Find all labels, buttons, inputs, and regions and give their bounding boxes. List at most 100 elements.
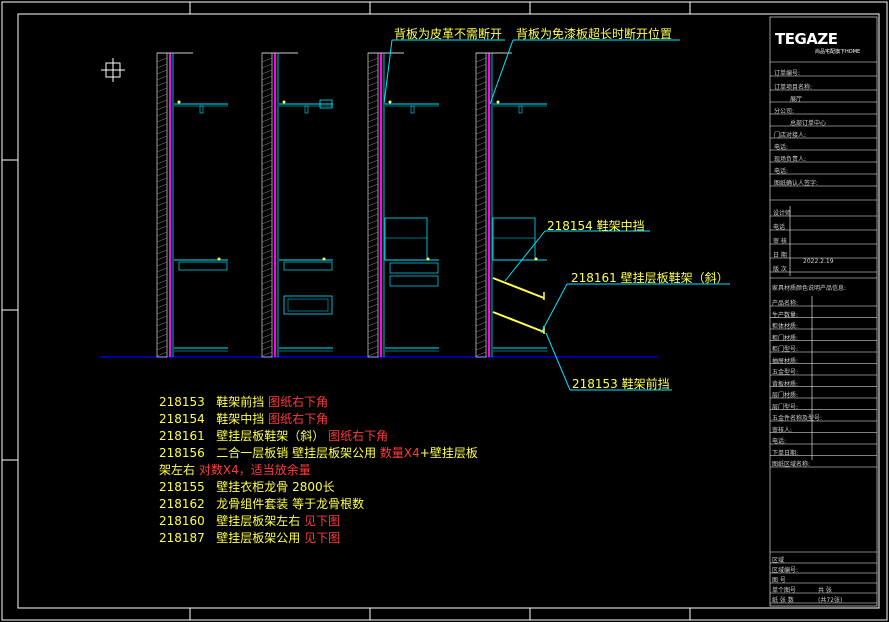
pin-marker [322,257,326,261]
post-hatch [367,153,379,159]
post-hatch [475,261,487,267]
post-hatch [475,339,487,345]
shelf-bracket [199,105,204,114]
post-hatch [261,255,273,261]
post-hatch [156,183,168,189]
inner-frame [17,13,880,609]
post-hatch [156,195,168,201]
post-hatch [156,243,168,249]
post-hatch [367,351,379,357]
pin-marker [426,257,430,261]
post-hatch [156,123,168,129]
callout-leaders [383,39,730,391]
post-hatch [475,135,487,141]
post-hatch [367,57,379,63]
post-hatch [261,117,273,123]
post-hatch [367,117,379,123]
post-hatch [475,147,487,153]
post-hatch [156,69,168,75]
callout-shoe-slant: 218161 壁挂层板鞋架（斜） [571,271,729,285]
title-block-field: 产品名称: [772,300,799,307]
post-hatch [367,135,379,141]
post-hatch [367,333,379,339]
post-hatch [156,129,168,135]
post-hatch [261,315,273,321]
post-hatch [367,129,379,135]
post-hatch [261,267,273,273]
note-heading: 家具材质颜色说明产品信息: [772,285,847,292]
post-hatch [475,159,487,165]
post-hatch [475,87,487,93]
title-block-field: 订单编号: [774,70,801,77]
post-hatch [261,237,273,243]
post-hatch [475,225,487,231]
note-line: 218154 鞋架中挡 图纸右下角 [159,412,329,426]
title-block-field: 五金件名称及型号: [772,415,823,422]
brand-logo-sub: 尚品宅配旗下HOME [815,49,861,55]
title-block-field: 现场负责人: [774,156,807,163]
title-block-field: 分公司: [774,108,795,115]
post-hatch [367,297,379,303]
post-hatch [261,321,273,327]
post-hatch [367,195,379,201]
post-hatch [261,309,273,315]
drawer-box [389,262,439,274]
post-hatch [475,243,487,249]
post-hatch [156,165,168,171]
post-hatch [475,219,487,225]
post-hatch [367,147,379,153]
post-hatch [367,111,379,117]
shelf-bracket [518,105,523,114]
wall-post [475,52,487,358]
post-hatch [475,183,487,189]
post-hatch [475,315,487,321]
post-hatch [261,231,273,237]
post-hatch [261,249,273,255]
post-hatch [261,123,273,129]
post-hatch [261,261,273,267]
post-hatch [367,69,379,75]
post-hatch [367,249,379,255]
post-hatch [367,207,379,213]
slant-shoe-rack [492,311,545,333]
note-line: 218162 龙骨组件套装 等于龙骨根数 [159,497,365,511]
post-hatch [261,279,273,285]
post-hatch [156,99,168,105]
post-hatch [475,99,487,105]
post-hatch [475,267,487,273]
post-hatch [367,267,379,273]
post-hatch [156,147,168,153]
wall-post [367,52,379,358]
post-hatch [156,261,168,267]
post-hatch [367,273,379,279]
post-hatch [261,297,273,303]
post-hatch [475,273,487,279]
post-hatch [261,93,273,99]
post-hatch [367,141,379,147]
title-block-field: 纸 张 数 [772,597,794,604]
post-hatch [367,81,379,87]
title-block-field: 版 次 [773,266,787,273]
post-hatch [475,153,487,159]
post-hatch [475,255,487,261]
post-hatch [261,207,273,213]
page-label: 共 张 [818,587,832,594]
post-hatch [261,111,273,117]
title-block-field: 审 核 [773,238,787,245]
post-hatch [367,261,379,267]
post-hatch [367,213,379,219]
post-hatch [156,237,168,243]
title-block-field: 层门型号: [772,403,799,411]
note-line: 218153 鞋架前挡 图纸右下角 [159,395,329,409]
post-hatch [475,285,487,291]
title-block-field: 电话: [774,144,789,151]
post-hatch [261,105,273,111]
post-hatch [261,69,273,75]
post-hatch [475,207,487,213]
post-hatch [156,189,168,195]
post-hatch [156,231,168,237]
title-block-field: 生产数量: [772,311,799,319]
post-hatch [156,159,168,165]
note-line: 218156 二合一层板销 壁挂层板架公用 数量X4+壁挂层板 [159,446,478,460]
